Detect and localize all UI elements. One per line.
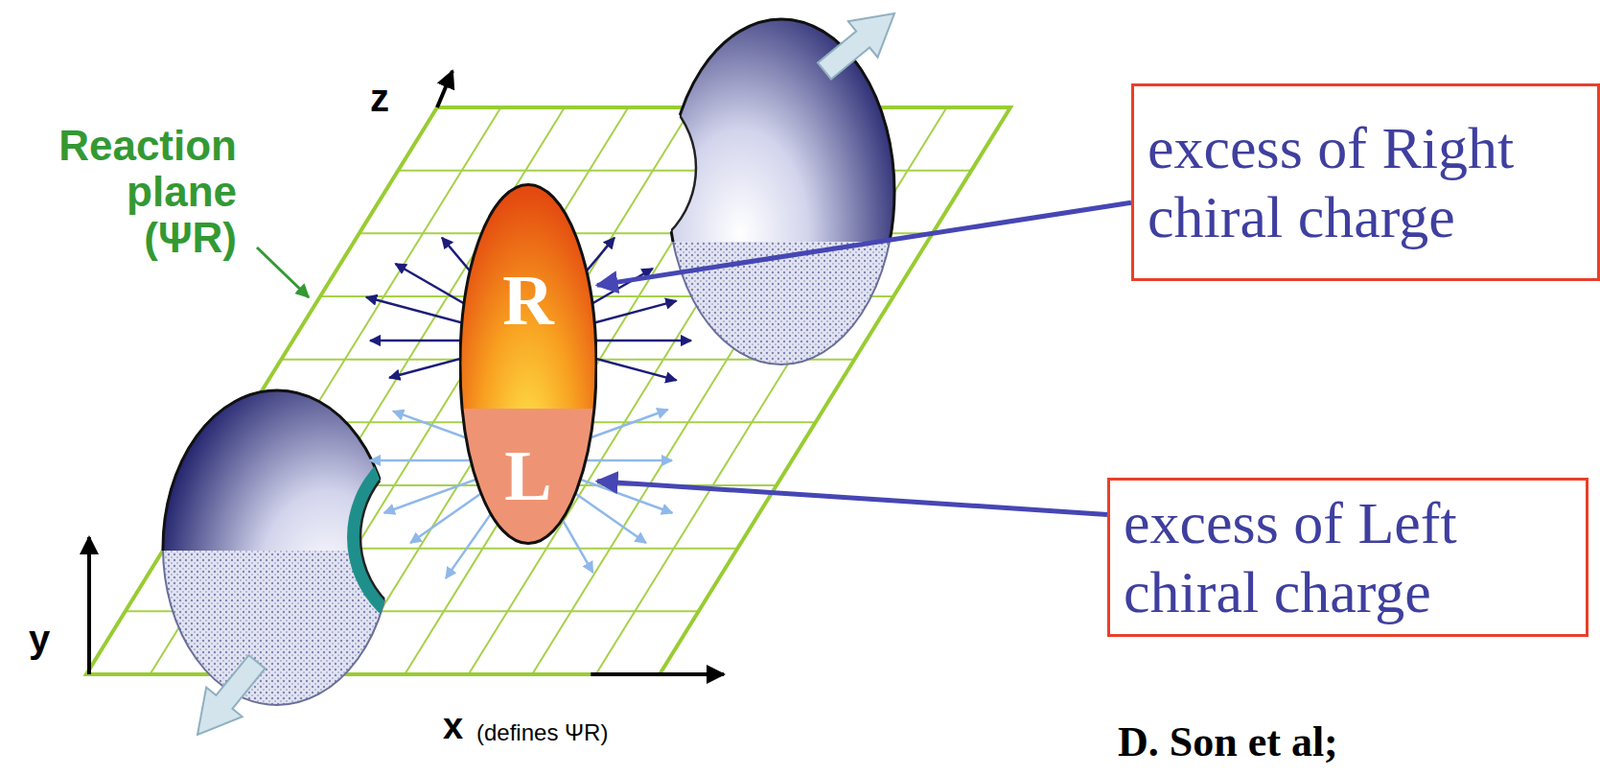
y-axis xyxy=(87,536,92,674)
citation: D. Son et al; xyxy=(1117,717,1339,766)
motion-arrow xyxy=(197,654,266,735)
axis-label: x xyxy=(442,705,464,747)
grid-line xyxy=(341,107,693,674)
leader-line xyxy=(597,481,1108,515)
x-axis xyxy=(590,672,724,676)
nucleus-lower xyxy=(668,19,895,365)
node-text: excess of Right chiral charge xyxy=(1147,113,1584,252)
leader-line xyxy=(597,202,1132,285)
callout-box: excess of Right chiral charge xyxy=(1131,83,1600,281)
node-text: L xyxy=(459,437,598,514)
chiral-region: R xyxy=(459,183,598,409)
node-text: R xyxy=(459,261,598,339)
axis-label: y xyxy=(28,617,50,661)
node-text: excess of Left chiral charge xyxy=(1123,487,1573,627)
plane-pointer xyxy=(256,247,309,298)
nucleus-upper xyxy=(162,390,392,551)
nucleus-lower xyxy=(162,390,392,705)
ellipse-fill xyxy=(460,408,597,544)
motion-arrow xyxy=(817,13,895,79)
plane-label: (ΨR) xyxy=(43,214,237,261)
axis-note: (defines ΨR) xyxy=(476,718,608,746)
callout-box: excess of Left chiral charge xyxy=(1107,477,1589,637)
ellipse-fill xyxy=(460,185,597,410)
plane-label: Reaction plane xyxy=(43,122,237,215)
chiral-region: L xyxy=(459,408,598,545)
cut-face xyxy=(162,390,392,705)
z-axis xyxy=(437,70,453,108)
axis-label: z xyxy=(370,76,390,120)
